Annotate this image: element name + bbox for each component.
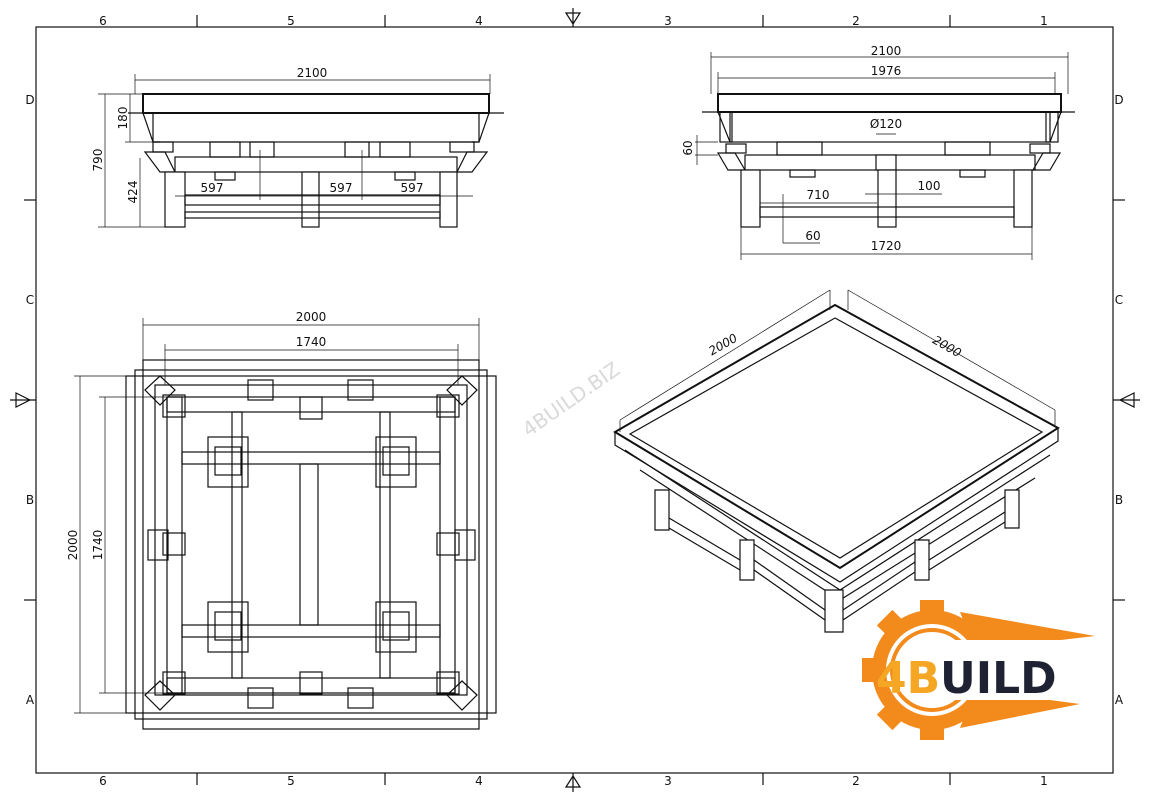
row-left-label: C [26, 293, 34, 307]
dim-side-leg-spacing: 710 [807, 188, 830, 202]
dim-top-inner-height: 1740 [91, 530, 105, 561]
logo-suffix: UILD [940, 653, 1057, 704]
zone-top-label: 4 [475, 14, 483, 28]
logo-prefix: 4B [876, 653, 940, 704]
zone-bottom-label: 5 [287, 774, 295, 788]
dim-front-spacing: 597 [201, 181, 224, 195]
centering-arrow-icon [10, 8, 1140, 792]
zone-top-label: 2 [852, 14, 860, 28]
zone-bottom-label: 6 [99, 774, 107, 788]
zone-top-label: 5 [287, 14, 295, 28]
side-view: 2100 1976 Ø120 60 710 100 60 1720 [681, 44, 1075, 260]
dim-front-spacing: 597 [401, 181, 424, 195]
dim-side-width: 2100 [871, 44, 902, 58]
watermark: 4BUILD.BIZ [518, 357, 624, 442]
row-right-label: D [1114, 93, 1123, 107]
dim-front-total-height: 790 [91, 149, 105, 172]
zone-top-label: 3 [664, 14, 672, 28]
dim-front-spacing: 597 [330, 181, 353, 195]
dim-side-beam: 60 [805, 229, 820, 243]
zone-bottom-label: 2 [852, 774, 860, 788]
dim-side-inner-width: 1976 [871, 64, 902, 78]
dim-front-leg-height: 424 [126, 181, 140, 204]
row-left-label: D [25, 93, 34, 107]
top-view: 2000 1740 2000 1740 [66, 310, 497, 730]
dim-iso-right: 2000 [930, 333, 964, 361]
dim-top-outer-width: 2000 [296, 310, 327, 324]
dim-side-base-width: 1720 [871, 239, 902, 253]
sheet-frame [10, 8, 1140, 792]
dim-front-width: 2100 [297, 66, 328, 80]
dim-top-outer-height: 2000 [66, 530, 80, 561]
dim-side-leg-width: 100 [918, 179, 941, 193]
zone-labels: 6 5 4 3 2 1 6 5 4 3 2 1 D C B A D C B A [25, 14, 1124, 788]
dim-side-height: 60 [681, 140, 695, 155]
row-right-label: B [1115, 493, 1123, 507]
row-right-label: A [1115, 693, 1124, 707]
dim-top-inner-width: 1740 [296, 335, 327, 349]
zone-top-label: 1 [1040, 14, 1048, 28]
row-left-label: B [26, 493, 34, 507]
dim-iso-left: 2000 [706, 331, 740, 359]
front-view: 2100 790 180 424 597 597 597 [91, 66, 504, 228]
dim-side-diameter: Ø120 [870, 117, 902, 131]
zone-top-label: 6 [99, 14, 107, 28]
dim-front-top-height: 180 [116, 107, 130, 130]
isometric-view: 2000 2000 [613, 289, 1060, 633]
zone-bottom-label: 4 [475, 774, 483, 788]
zone-bottom-label: 1 [1040, 774, 1048, 788]
4build-logo: 4B UILD [862, 600, 1095, 740]
row-left-label: A [26, 693, 35, 707]
zone-bottom-label: 3 [664, 774, 672, 788]
row-right-label: C [1115, 293, 1123, 307]
